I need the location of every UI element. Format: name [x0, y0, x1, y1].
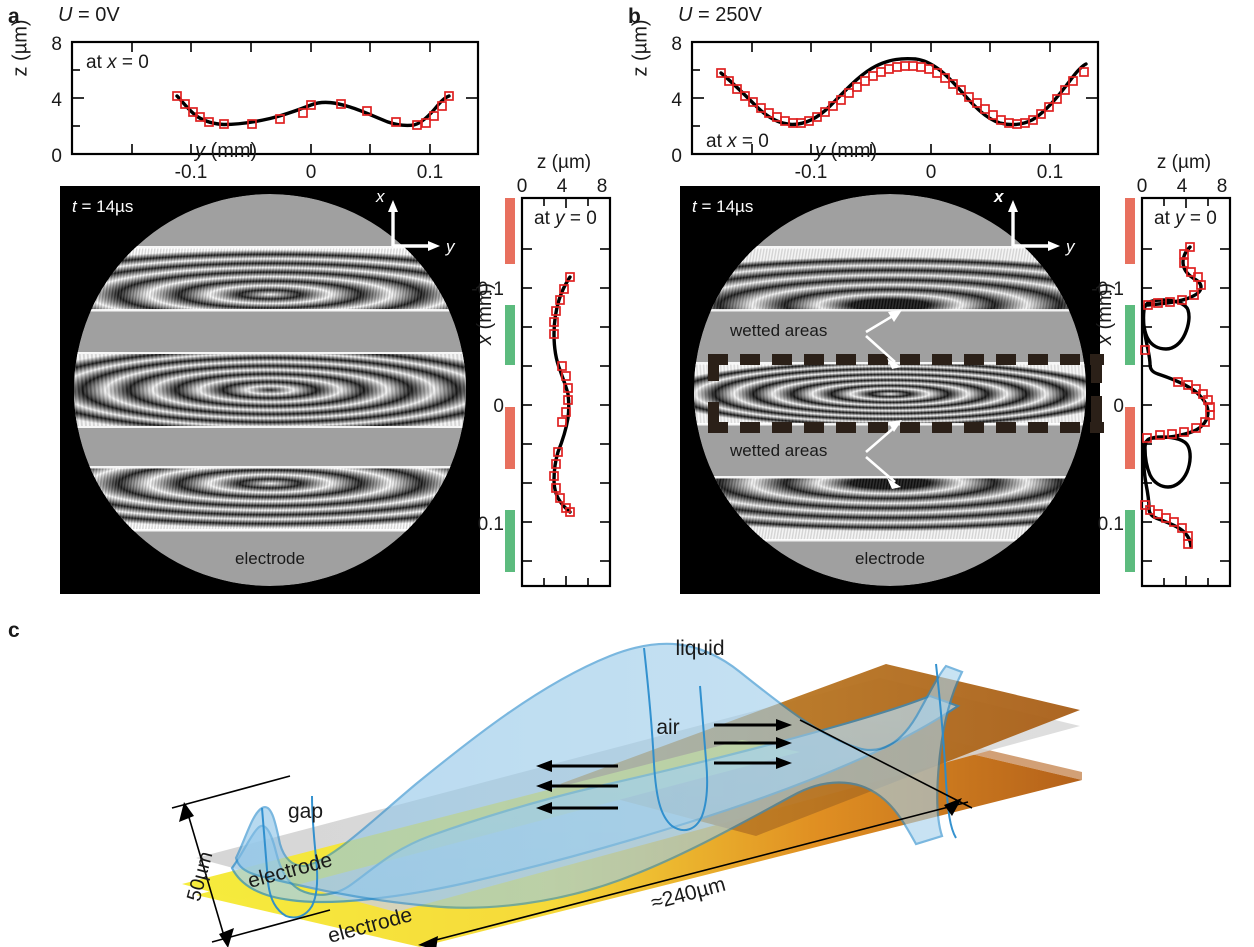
- panel-a-top-xtick-neg01: -0.1: [175, 162, 208, 183]
- panel-b-electrode-colorbars: [1125, 198, 1135, 572]
- panel-b-wetted-arrows-bottom: [865, 425, 897, 483]
- panel-a-electrode-label: electrode: [235, 549, 305, 568]
- panel-c-flow-arrows-right: [714, 723, 782, 765]
- panel-b-letter: b: [628, 5, 641, 28]
- panel-a-time-label: t = 14µs: [72, 197, 133, 216]
- panel-b-time-label: t = 14µs: [692, 197, 753, 216]
- panel-a-top-annotation: at x = 0: [86, 52, 149, 73]
- panel-c-gap-label: gap: [288, 800, 323, 823]
- panel-a-top-xlabel: y (mm): [195, 140, 258, 162]
- panel-b-dashed-boundary-top: [708, 354, 1104, 365]
- panel-b-side-xtick-4: 4: [1177, 176, 1188, 197]
- panel-b-axis-y-label: y: [1065, 237, 1076, 256]
- panel-b-top-ylabel: z (µm): [629, 19, 652, 77]
- panel-a-side-datapoints: [549, 272, 575, 517]
- panel-c-flow-arrows-left: [546, 764, 618, 810]
- panel-a-condition-variable: U: [58, 4, 73, 26]
- panel-a-top-xtick-0: 0: [306, 162, 317, 183]
- panel-b-condition-value: = 250V: [692, 4, 762, 26]
- panel-a-top-ytick-4: 4: [51, 90, 62, 111]
- panel-b-dashed-boundary-bottom: [708, 422, 1104, 433]
- panel-a-side-xtick-4: 4: [557, 176, 568, 197]
- panel-b-condition: U = 250V: [678, 4, 762, 27]
- panel-a-top-ytick-8: 8: [51, 34, 62, 55]
- panel-a-letter: a: [8, 5, 20, 28]
- panel-b-top-xtick-01: 0.1: [1037, 162, 1063, 183]
- panel-b-side-ytick-01: 0.1: [1098, 514, 1124, 535]
- panel-a-side-xtick-0: 0: [517, 176, 528, 197]
- panel-a-side-plot: z (µm) 0 4 8 -0.: [471, 150, 634, 600]
- panel-a-side-toplabel: z (µm): [537, 152, 591, 173]
- panel-b-side-annotation: at y = 0: [1154, 208, 1217, 229]
- panel-c-liquid-surface: [234, 642, 964, 909]
- panel-a-interferogram: t = 14µs x y electrode: [60, 186, 480, 594]
- panel-a-side-ytick-01: 0.1: [478, 514, 504, 535]
- panel-b-side-toplabel: z (µm): [1157, 152, 1211, 173]
- panel-a-side-ytick-neg01: -0.1: [471, 279, 504, 300]
- panel-a-condition: U = 0V: [58, 4, 120, 27]
- panel-b-top-datapoints: [716, 61, 1089, 129]
- panel-a-side-xtick-8: 8: [597, 176, 608, 197]
- panel-b-electrode-label: electrode: [855, 549, 925, 568]
- panel-b-side-xtick-0: 0: [1137, 176, 1148, 197]
- panel-b-top-ytick-0: 0: [671, 146, 682, 167]
- panel-a-top-ylabel: z (µm): [9, 19, 32, 77]
- panel-b-top-ytick-4: 4: [671, 90, 682, 111]
- panel-b-side-ylabel: x (mm): [1094, 282, 1116, 345]
- panel-c-air-label: air: [656, 716, 679, 739]
- panel-c-length-dimension-lines: [427, 719, 973, 943]
- panel-c-diagram: liquid air electrode electrode gap 50µm …: [0, 600, 1254, 947]
- panel-a-top-datapoints: [172, 91, 454, 130]
- panel-b-top-xlabel: y (mm): [815, 140, 878, 162]
- panel-b-side-xtick-8: 8: [1217, 176, 1228, 197]
- panel-a-side-annotation: at y = 0: [534, 208, 597, 229]
- panel-b-top-xtick-0: 0: [926, 162, 937, 183]
- panel-b-top-ytick-8: 8: [671, 34, 682, 55]
- panel-a-top-xtick-01: 0.1: [417, 162, 443, 183]
- panel-a-axis-y-label: y: [445, 237, 456, 256]
- panel-c-letter: c: [8, 619, 20, 642]
- panel-c-liquid-label: liquid: [675, 637, 724, 660]
- panel-b-wetted-label-top: wetted areas: [729, 321, 827, 340]
- panel-a-side-ylabel: x (mm): [474, 282, 496, 345]
- panel-b-side-ytick-neg01: -0.1: [1091, 279, 1124, 300]
- panel-b-top-xtick-neg01: -0.1: [795, 162, 828, 183]
- panel-b-wetted-label-bottom: wetted areas: [729, 441, 827, 460]
- panel-a-top-plot: 8 4 0 -0.1 0 0.1 at x = 0: [0, 32, 500, 192]
- panel-a-axis-x-label: x: [375, 187, 385, 206]
- panel-b-side-ytick-0: 0: [1113, 396, 1124, 417]
- panel-a-top-ytick-0: 0: [51, 146, 62, 167]
- panel-a-side-ytick-0: 0: [493, 396, 504, 417]
- panel-b-top-annotation: at x = 0: [706, 131, 769, 152]
- panel-b-axis-x-label: x: [993, 187, 1005, 206]
- panel-c-profile-curves: [261, 647, 957, 919]
- panel-c-gap-dimension-lines: [171, 775, 331, 943]
- panel-b-interferogram: wetted areas wetted areas t = 14µs x y e…: [680, 186, 1104, 594]
- panel-b-side-plot: z (µm) 0 4 8 -0.1 0 0.1 a: [1091, 150, 1254, 600]
- panel-a-electrode-colorbars: [505, 198, 515, 572]
- panel-b-side-datapoints: [1140, 242, 1215, 549]
- panel-a-condition-value: = 0V: [72, 4, 120, 26]
- panel-b-top-plot: 8 4 0 -0.1 0 0.1 at x = 0: [620, 32, 1120, 192]
- panel-b-condition-variable: U: [678, 4, 693, 26]
